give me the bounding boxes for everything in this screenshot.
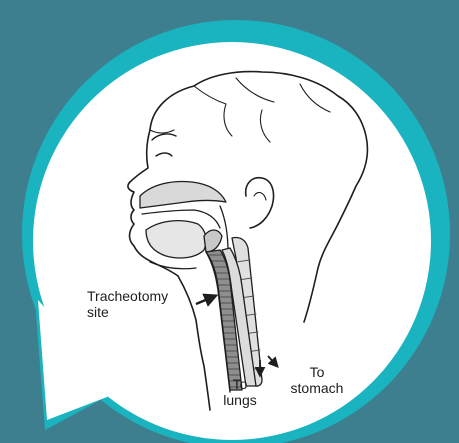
to-lungs-label: To lungs [220, 376, 260, 408]
tracheotomy-site-label: Tracheotomy site [87, 288, 168, 320]
tracheotomy-label-line-2: site [87, 304, 168, 320]
stomach-label-line-1: To [281, 364, 353, 380]
tracheotomy-label-line-1: Tracheotomy [87, 288, 168, 304]
lungs-label-line-2: lungs [220, 392, 260, 408]
to-stomach-label: To stomach [281, 364, 353, 396]
stomach-label-line-2: stomach [281, 380, 353, 396]
lungs-label-line-1: To [220, 376, 260, 392]
